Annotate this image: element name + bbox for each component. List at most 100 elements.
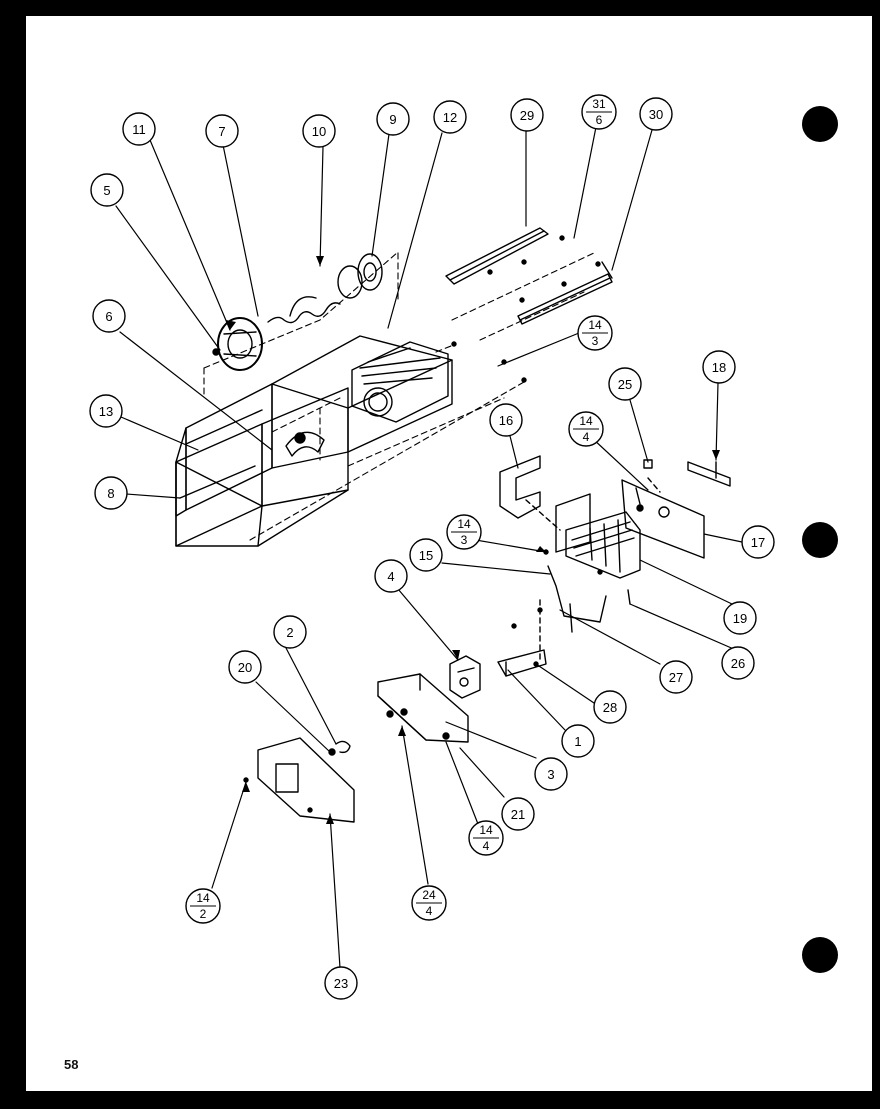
svg-text:5: 5 <box>103 183 110 198</box>
page-number: 58 <box>64 1057 79 1072</box>
callout-3: 3 <box>534 757 568 791</box>
callout-14-4-lower: 144 <box>468 820 504 856</box>
svg-text:31: 31 <box>592 97 606 111</box>
clamp-2 <box>328 740 351 756</box>
icemaker-assembly <box>555 479 705 579</box>
svg-text:3: 3 <box>547 767 554 782</box>
svg-text:11: 11 <box>132 122 146 137</box>
callout-28: 28 <box>593 690 627 724</box>
svg-text:29: 29 <box>520 108 534 123</box>
callout-11: 11 <box>122 112 156 146</box>
callout-31-6: 316 <box>581 94 617 130</box>
svg-text:4: 4 <box>426 904 433 918</box>
callout-24-4: 244 <box>411 885 447 921</box>
svg-text:16: 16 <box>499 413 513 428</box>
svg-text:4: 4 <box>583 430 590 444</box>
svg-text:23: 23 <box>334 976 348 991</box>
svg-text:14: 14 <box>196 891 210 905</box>
callout-18: 18 <box>702 350 736 384</box>
icemaker-bracket <box>499 455 541 519</box>
bracket-1 <box>497 649 547 677</box>
svg-text:3: 3 <box>592 334 599 348</box>
svg-text:10: 10 <box>312 124 326 139</box>
callout-29: 29 <box>510 98 544 132</box>
svg-text:13: 13 <box>99 404 113 419</box>
part-18 <box>687 461 731 487</box>
binder-hole-middle <box>802 522 838 558</box>
callout-16: 16 <box>489 403 523 437</box>
callout-12: 12 <box>433 100 467 134</box>
svg-text:8: 8 <box>107 486 114 501</box>
callout-2: 2 <box>273 615 307 649</box>
callout-5: 5 <box>90 173 124 207</box>
svg-text:18: 18 <box>712 360 726 375</box>
svg-text:30: 30 <box>649 107 663 122</box>
callout-23: 23 <box>324 966 358 1000</box>
auger-tray <box>351 341 449 423</box>
valve-bracket <box>377 673 469 743</box>
svg-text:14: 14 <box>588 318 602 332</box>
feeler-arm <box>547 565 631 633</box>
auger-spring <box>267 302 341 324</box>
svg-text:9: 9 <box>389 112 396 127</box>
callout-10: 10 <box>302 114 336 148</box>
svg-text:6: 6 <box>596 113 603 127</box>
svg-text:14: 14 <box>479 823 493 837</box>
callout-group: 11 7 10 9 12 29 30 5 6 13 8 16 25 18 17 … <box>89 97 775 1000</box>
callout-14-3-upper: 143 <box>577 315 613 351</box>
binder-hole-top <box>802 106 838 142</box>
valve-cover <box>243 737 355 823</box>
callout-4: 4 <box>374 559 408 593</box>
svg-text:17: 17 <box>751 535 765 550</box>
callout-14-4-upper: 144 <box>568 411 604 447</box>
svg-text:15: 15 <box>419 548 433 563</box>
svg-text:26: 26 <box>731 656 745 671</box>
svg-text:3: 3 <box>461 533 468 547</box>
svg-text:24: 24 <box>422 888 436 902</box>
drive-motor <box>212 317 263 371</box>
callout-13: 13 <box>89 394 123 428</box>
svg-text:2: 2 <box>286 625 293 640</box>
svg-text:14: 14 <box>579 414 593 428</box>
callout-14-2: 142 <box>185 888 221 924</box>
water-valve <box>449 655 481 699</box>
ice-container <box>271 335 453 469</box>
callout-6: 6 <box>92 299 126 333</box>
mounting-rails <box>445 227 613 383</box>
callout-20: 20 <box>228 650 262 684</box>
callout-25: 25 <box>608 367 642 401</box>
svg-text:7: 7 <box>218 124 225 139</box>
callout-9: 9 <box>376 102 410 136</box>
callout-19: 19 <box>723 601 757 635</box>
callout-8: 8 <box>94 476 128 510</box>
svg-text:2: 2 <box>200 907 207 921</box>
svg-text:4: 4 <box>483 839 490 853</box>
callout-21: 21 <box>501 797 535 831</box>
svg-text:14: 14 <box>457 517 471 531</box>
callout-26: 26 <box>721 646 755 680</box>
svg-text:20: 20 <box>238 660 252 675</box>
callout-17: 17 <box>741 525 775 559</box>
svg-text:28: 28 <box>603 700 617 715</box>
bearing <box>337 253 383 299</box>
svg-text:25: 25 <box>618 377 632 392</box>
svg-text:6: 6 <box>105 309 112 324</box>
svg-text:27: 27 <box>669 670 683 685</box>
svg-text:1: 1 <box>574 734 581 749</box>
callout-27: 27 <box>659 660 693 694</box>
callout-14-3-lower: 143 <box>446 514 482 550</box>
binder-hole-bottom <box>802 937 838 973</box>
ice-bucket-housing <box>175 383 349 547</box>
callout-7: 7 <box>205 114 239 148</box>
svg-text:21: 21 <box>511 807 525 822</box>
callout-1: 1 <box>561 724 595 758</box>
svg-text:12: 12 <box>443 110 457 125</box>
svg-text:4: 4 <box>387 569 394 584</box>
callout-30: 30 <box>639 97 673 131</box>
svg-text:19: 19 <box>733 611 747 626</box>
callout-15: 15 <box>409 538 443 572</box>
fraction-callout-group: 316 143 144 143 144 142 244 <box>185 94 617 924</box>
